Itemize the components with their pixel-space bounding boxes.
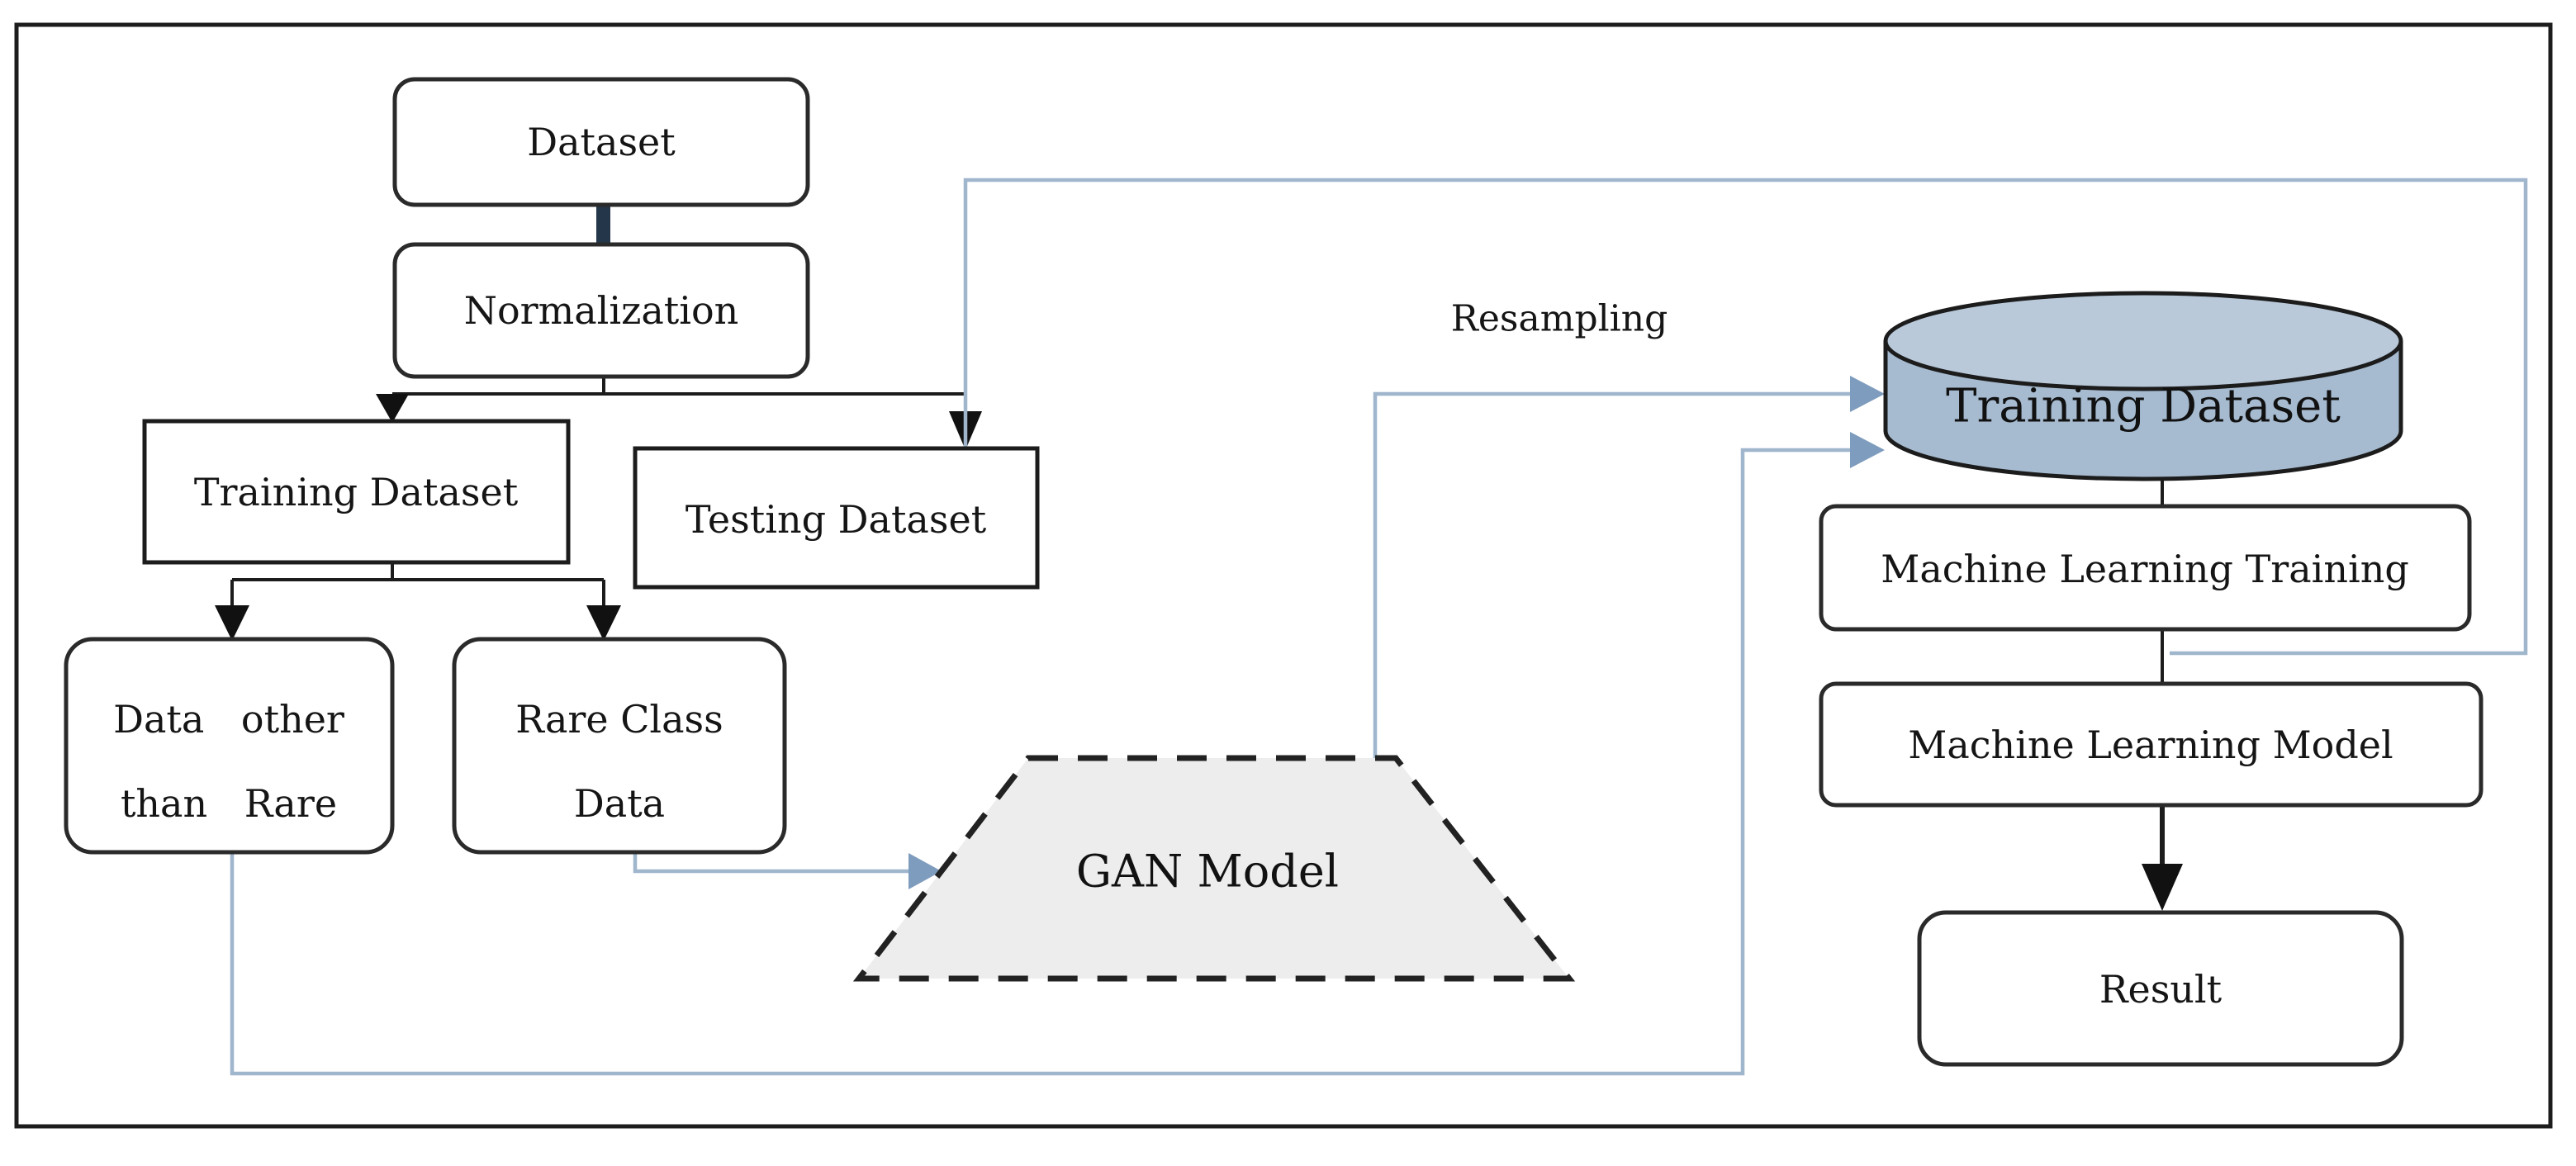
- normalization-box: [392, 242, 810, 379]
- connector-dataset-normalization: [596, 201, 610, 248]
- node-training-dataset-store: Training Dataset: [1883, 291, 2403, 481]
- training-store-label: Training Dataset: [1946, 380, 2341, 434]
- node-testing-dataset: Testing Dataset: [633, 446, 1040, 590]
- arrowhead-to-result-icon: [2142, 864, 2183, 911]
- dataset-box: [392, 77, 810, 207]
- result-box: [1917, 910, 2404, 1067]
- normalization-label: Normalization: [464, 288, 739, 333]
- node-rare-class-data: Rare Class Data: [452, 637, 787, 855]
- node-dataset: Dataset: [392, 77, 810, 207]
- training-dataset-label: Training Dataset: [194, 470, 519, 514]
- flow-testing-to-model-junction: [963, 178, 2528, 656]
- node-data-other-than-rare: Data other than Rare: [64, 637, 395, 855]
- arrowhead-dataother-into-cylinder-icon: [1850, 432, 1885, 468]
- node-training-dataset: Training Dataset: [142, 419, 571, 565]
- data-other-label-line1: Data other: [113, 697, 344, 742]
- node-result: Result: [1917, 910, 2404, 1067]
- node-gan-model: GAN Model: [852, 755, 1576, 982]
- rare-class-label-line1: Rare Class: [515, 697, 723, 742]
- ml-model-box: [1819, 681, 2483, 808]
- testing-dataset-label: Testing Dataset: [686, 497, 987, 542]
- node-machine-learning-model: Machine Learning Model: [1819, 681, 2483, 808]
- rare-class-box: [452, 637, 787, 855]
- flow-data-other-to-training-store: [230, 448, 1850, 1076]
- data-other-box: [64, 637, 395, 855]
- arrowhead-to-training-dataset-icon: [376, 394, 409, 423]
- gan-trapezoid: [852, 755, 1576, 982]
- resampling-edge-label: Resampling: [1451, 298, 1668, 340]
- training-dataset-box: [142, 419, 571, 565]
- arrowhead-to-data-other-icon: [215, 605, 249, 641]
- cylinder-top: [1883, 291, 2403, 391]
- flow-rare-class-to-gan: [633, 852, 910, 874]
- connector-training-split: [230, 562, 605, 605]
- arrowhead-into-gan-icon: [908, 853, 942, 889]
- node-machine-learning-training: Machine Learning Training: [1819, 504, 2472, 632]
- ml-model-label: Machine Learning Model: [1908, 723, 2393, 767]
- flow-gan-to-training-store: [1373, 391, 1850, 758]
- testing-dataset-box: [633, 446, 1040, 590]
- node-normalization: Normalization: [392, 242, 810, 379]
- rare-class-label-line2: Data: [574, 781, 665, 826]
- dataset-label: Dataset: [527, 120, 676, 164]
- data-other-label-line2: than Rare: [121, 781, 337, 826]
- ml-training-box: [1819, 504, 2472, 632]
- ml-training-label: Machine Learning Training: [1881, 547, 2409, 591]
- arrowhead-resampling-into-cylinder-icon: [1850, 376, 1885, 412]
- result-label: Result: [2099, 967, 2223, 1012]
- arrowhead-to-rare-class-icon: [586, 605, 621, 641]
- gan-model-label: GAN Model: [1076, 846, 1339, 898]
